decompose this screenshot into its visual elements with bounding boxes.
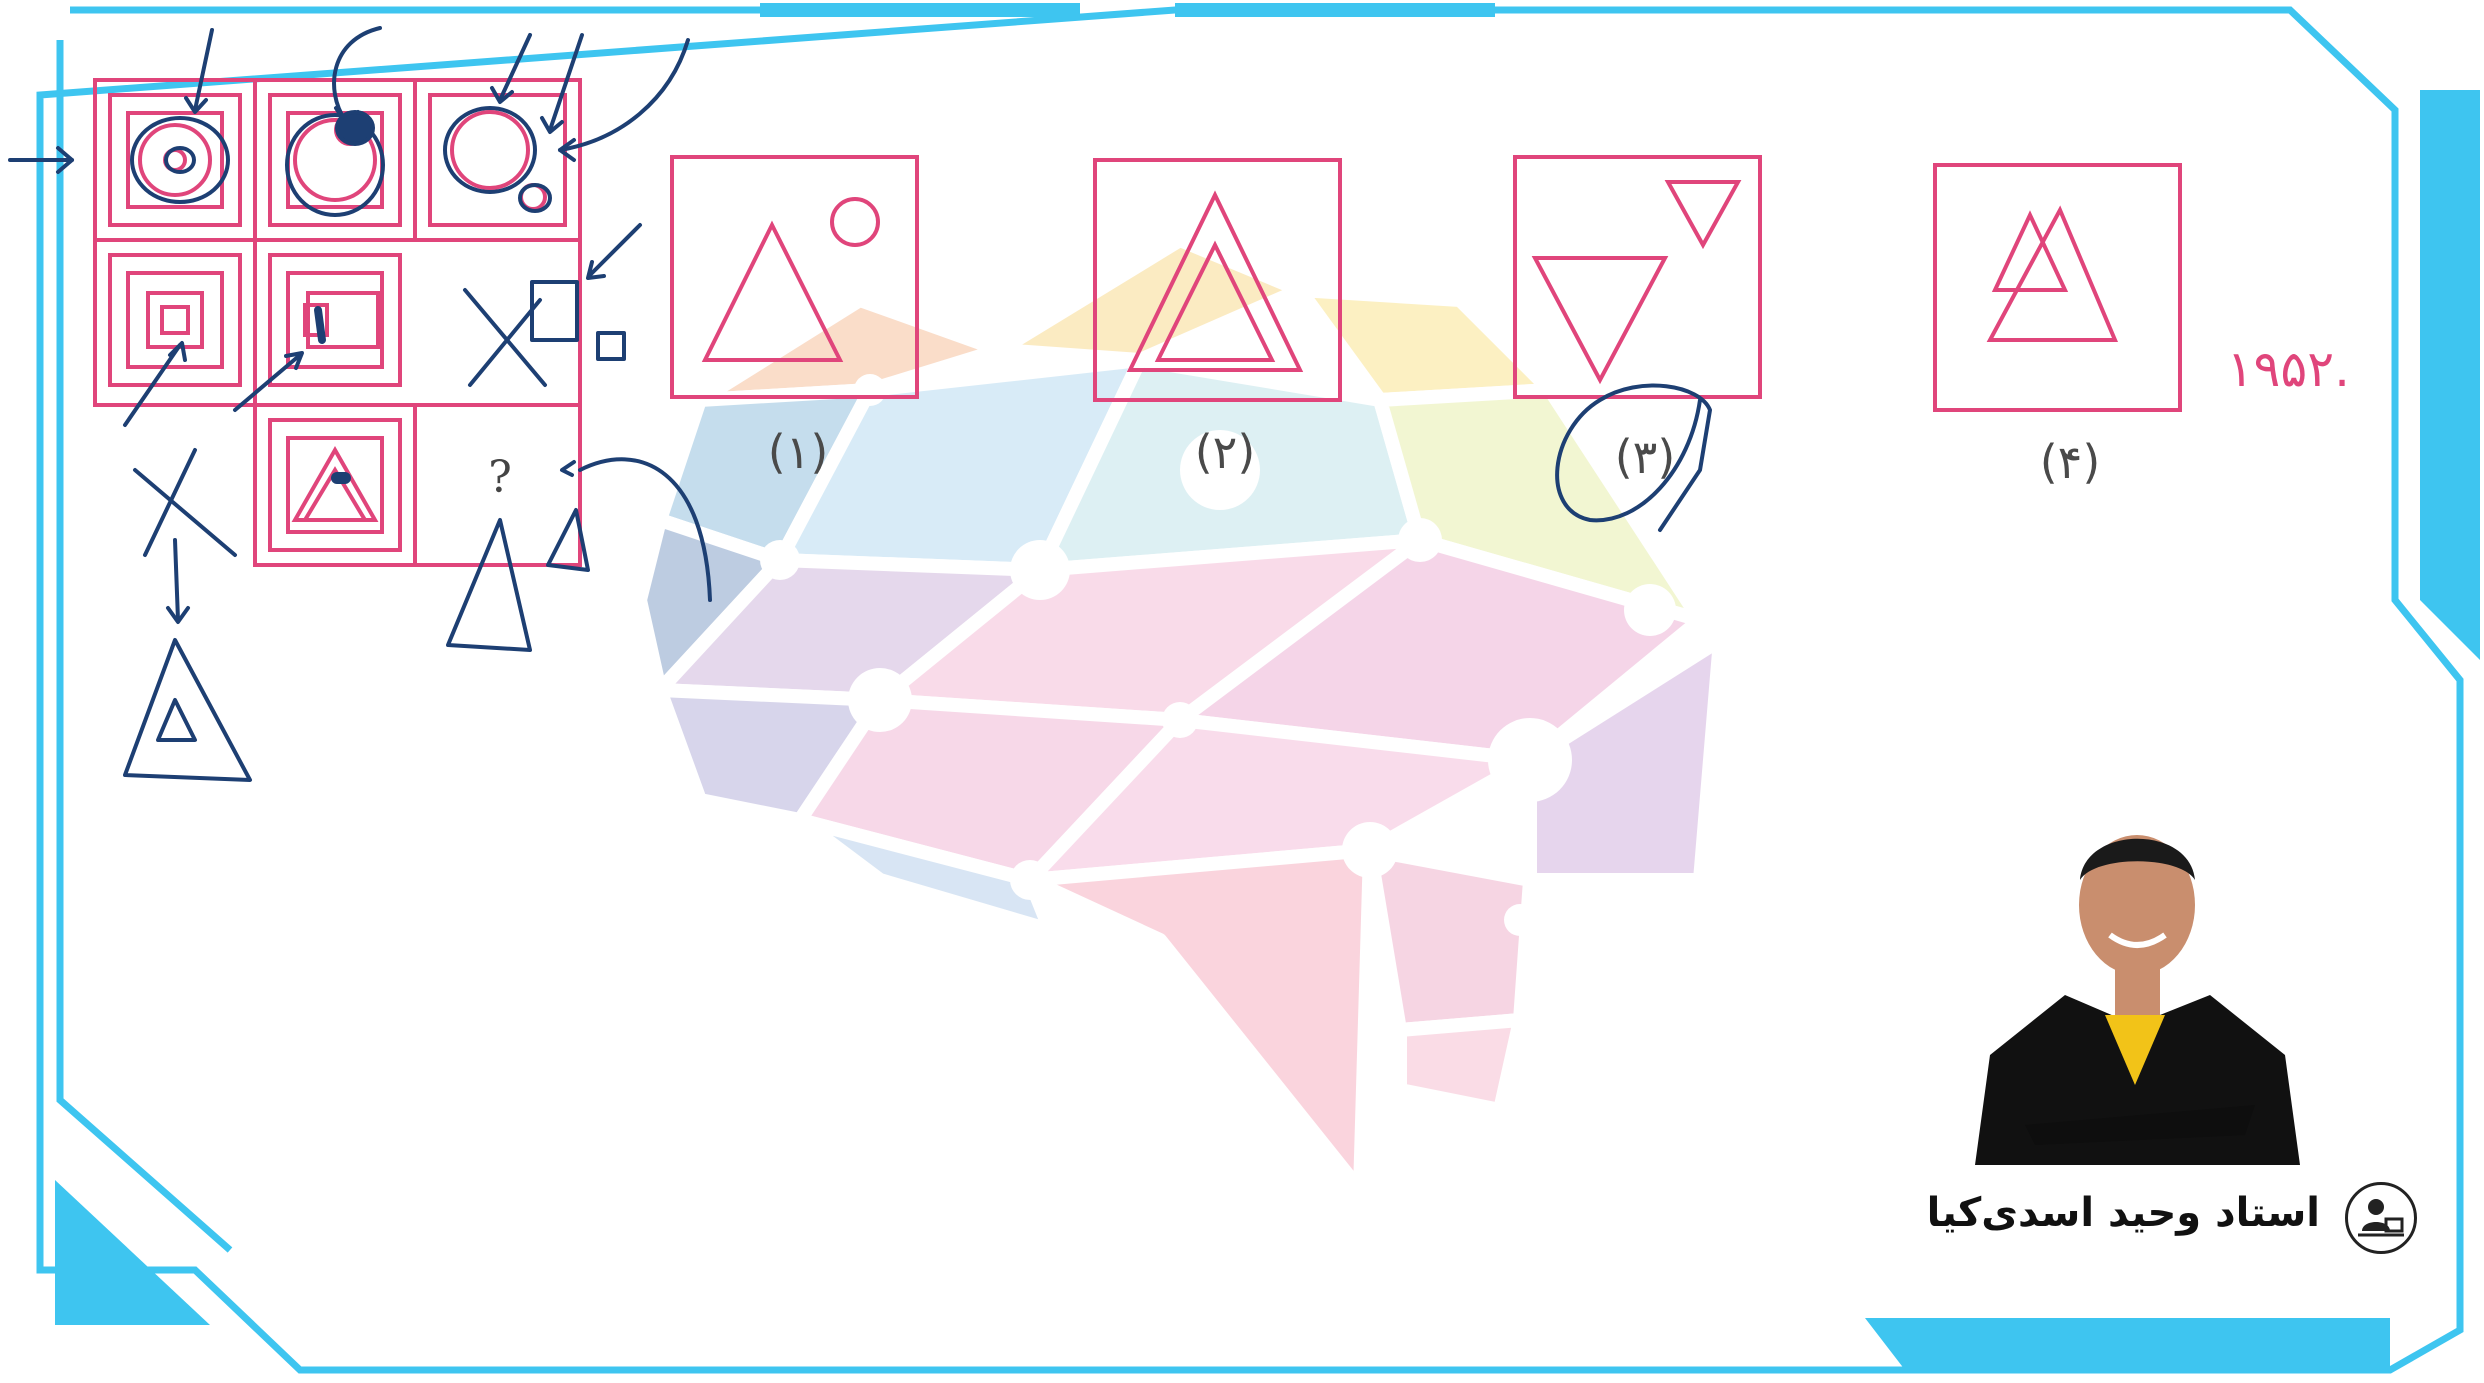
instructor-photo xyxy=(1955,785,2320,1165)
instructor-name: استاد وحید اسدی‌کیا xyxy=(1870,1190,2320,1236)
teacher-profile-icon xyxy=(2345,1182,2417,1254)
